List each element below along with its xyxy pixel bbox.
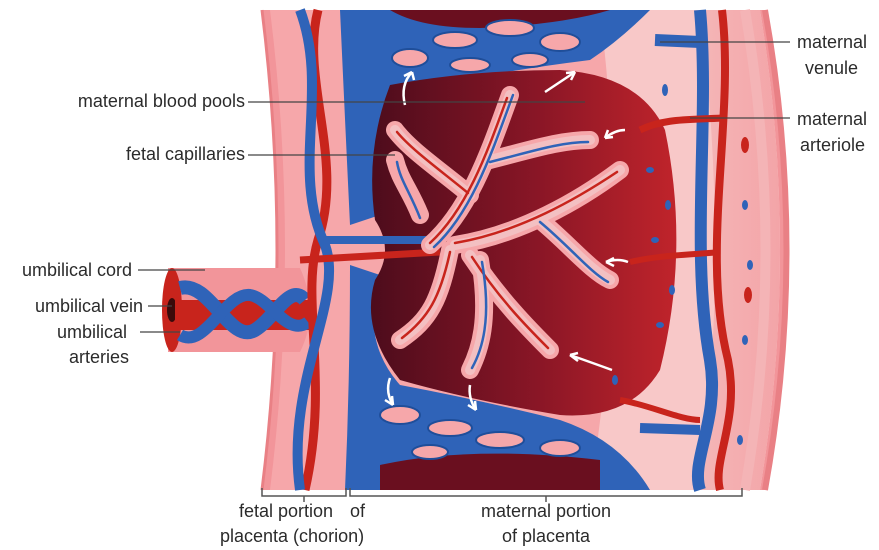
label-maternal-arteriole-line2: arteriole — [800, 134, 865, 156]
label-fetal-portion-line2: placenta (chorion) — [220, 525, 364, 547]
label-umbilical-arteries-line1: umbilical — [0, 321, 127, 343]
umbilical-cord — [162, 268, 310, 352]
placenta-body — [260, 0, 820, 500]
label-maternal-blood-pools: maternal blood pools — [40, 90, 245, 112]
label-maternal-portion-line1: maternal portion — [446, 500, 646, 522]
label-umbilical-arteries-line2: arteries — [0, 346, 129, 368]
label-maternal-arteriole-line1: maternal — [797, 108, 867, 130]
label-fetal-portion-line1: fetal portion — [239, 500, 333, 522]
label-maternal-portion-line2: of placenta — [446, 525, 646, 547]
label-maternal-venule-line1: maternal — [797, 31, 867, 53]
label-of-word: of — [350, 500, 365, 522]
label-umbilical-cord: umbilical cord — [0, 259, 132, 281]
label-umbilical-vein: umbilical vein — [0, 295, 143, 317]
label-fetal-capillaries: fetal capillaries — [40, 143, 245, 165]
label-maternal-venule-line2: venule — [805, 57, 858, 79]
